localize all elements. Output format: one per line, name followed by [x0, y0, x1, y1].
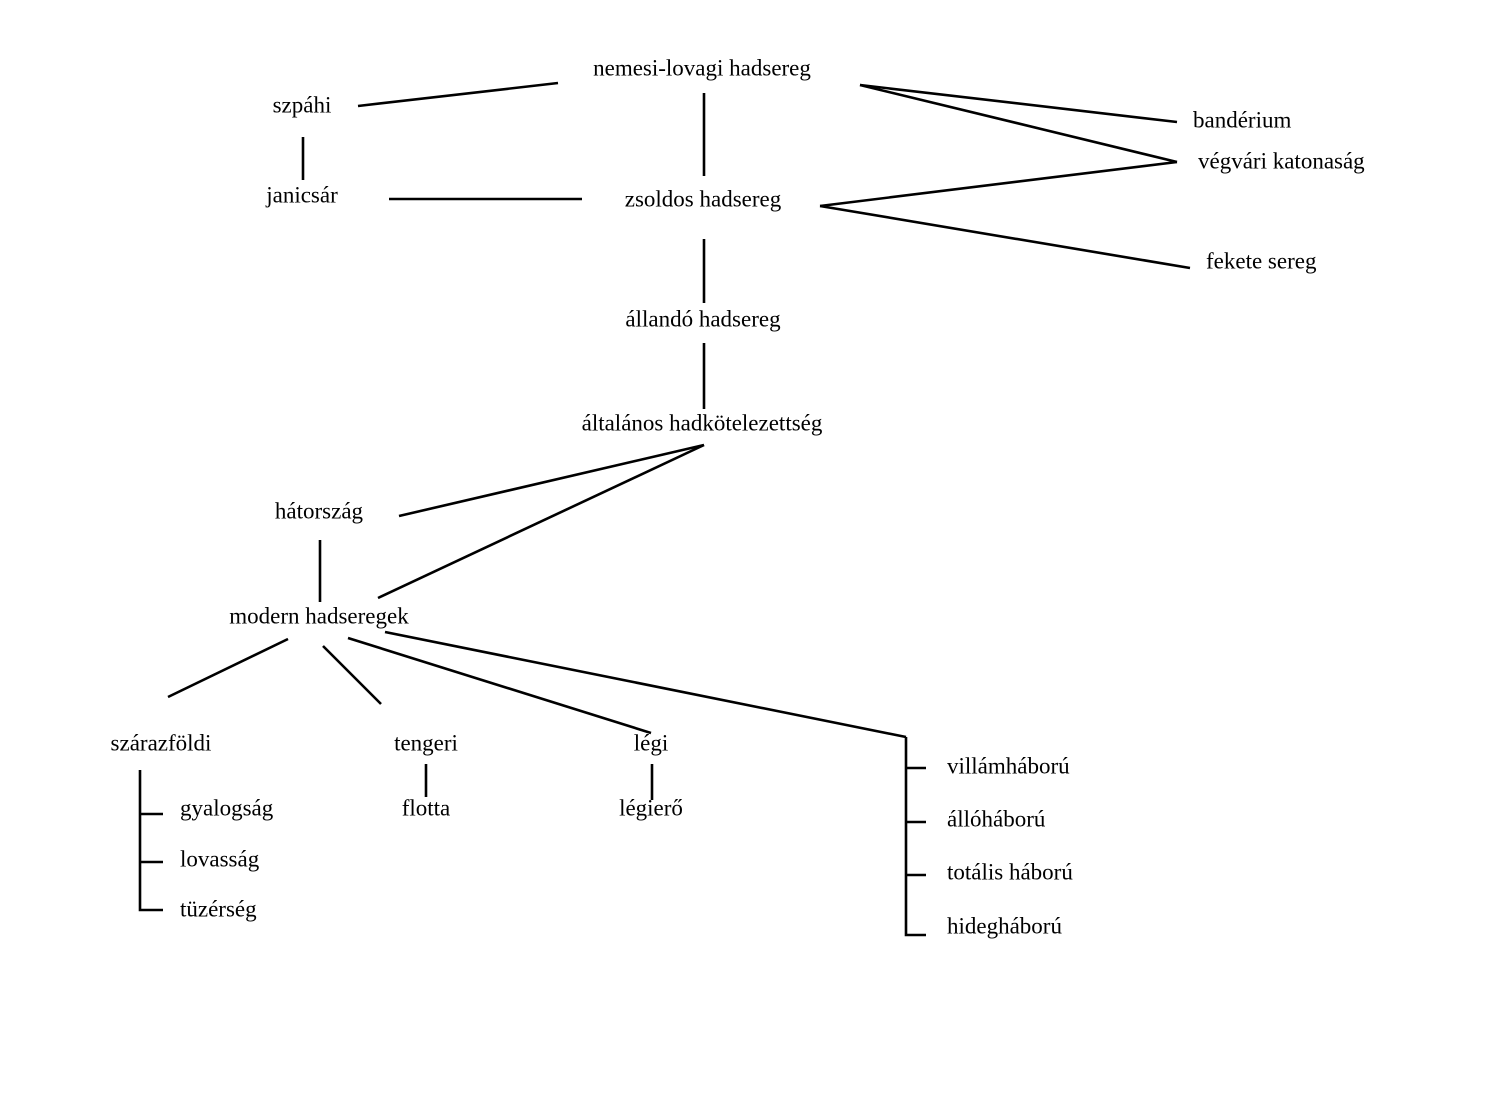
edge-szpahi-nemesi: [357, 81, 559, 108]
node-szpahi: szpáhi: [273, 92, 332, 117]
node-totalis-haboru: totális háború: [947, 859, 1073, 884]
node-allohaboru: állóháború: [947, 806, 1046, 831]
bracket-war-types: [904, 737, 926, 937]
edge-zsoldos-vegvari: [819, 160, 1178, 208]
node-vegvari-katonasag: végvári katonaság: [1198, 148, 1365, 173]
bracket-szarazfoldi: [138, 770, 163, 912]
edge-modern-tengeri: [322, 645, 382, 705]
node-banderium: bandérium: [1193, 107, 1291, 132]
node-zsoldos-hadsereg: zsoldos hadsereg: [625, 186, 782, 211]
connectors: [138, 81, 1191, 937]
edge-modern-legi: [347, 636, 652, 735]
edge-zsoldos-fekete: [819, 204, 1191, 270]
edge-modern-szarazfoldi: [167, 637, 289, 699]
edge-modern-war-types: [384, 630, 907, 739]
node-fekete-sereg: fekete sereg: [1206, 248, 1317, 273]
node-legiero: légierő: [619, 795, 683, 820]
node-nemesi-lovagi-hadsereg: nemesi-lovagi hadsereg: [593, 55, 811, 80]
node-hatorszag: hátország: [275, 498, 364, 523]
node-flotta: flotta: [402, 795, 451, 820]
edge-altalanos-modern: [377, 443, 705, 600]
node-tuzerseg: tüzérség: [180, 896, 257, 921]
node-janicsar: janicsár: [265, 182, 338, 207]
node-szarazfoldi: szárazföldi: [111, 730, 212, 755]
node-allando-hadsereg: állandó hadsereg: [625, 306, 781, 331]
edge-nemesi-banderium: [859, 83, 1178, 124]
node-tengeri: tengeri: [394, 730, 458, 755]
node-legi: légi: [634, 730, 669, 755]
node-altalanos-hadkotelezettseg: általános hadkötelezettség: [582, 410, 823, 435]
node-hideghaboru: hidegháború: [947, 913, 1062, 938]
node-gyalogsag: gyalogság: [180, 795, 274, 820]
edge-nemesi-vegvari: [859, 83, 1178, 164]
edge-altalanos-hatorszag: [398, 443, 705, 518]
node-labels: nemesi-lovagi hadsereg szpáhi janicsár z…: [111, 55, 1366, 938]
node-lovassag: lovasság: [180, 846, 260, 871]
node-modern-hadseregek: modern hadseregek: [229, 603, 409, 628]
node-villamhaboru: villámháború: [947, 753, 1070, 778]
